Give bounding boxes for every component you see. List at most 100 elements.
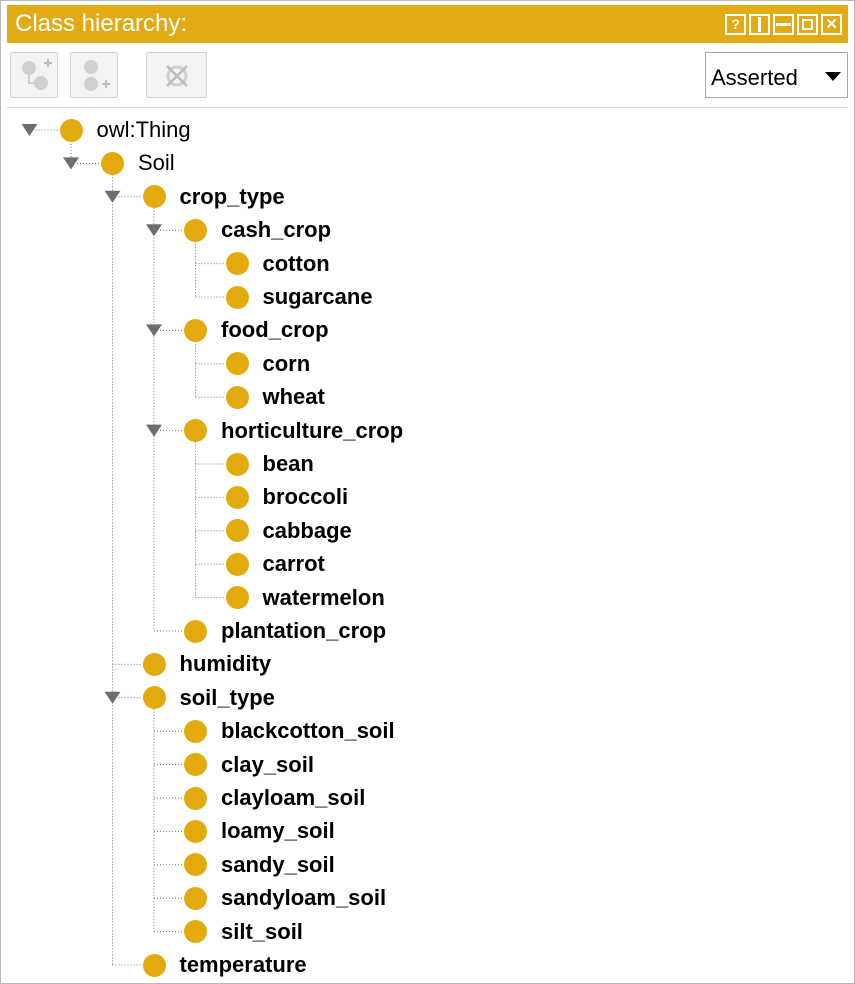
tree-node-label: broccoli bbox=[262, 484, 349, 510]
split-button[interactable] bbox=[749, 14, 770, 35]
tree-node-label: clay_soil bbox=[221, 751, 314, 777]
help-icon: ? bbox=[731, 16, 740, 32]
tree-node[interactable]: cash_crop bbox=[184, 216, 331, 244]
class-bullet-icon bbox=[225, 452, 249, 476]
tree-node[interactable]: owl:Thing bbox=[59, 116, 191, 144]
class-bullet-icon bbox=[225, 519, 249, 543]
tree-node-label: bean bbox=[262, 451, 314, 476]
class-bullet-icon bbox=[184, 853, 207, 877]
tree-node[interactable]: broccoli bbox=[225, 483, 349, 511]
tree-node-label: carrot bbox=[262, 551, 325, 577]
help-button[interactable]: ? bbox=[725, 14, 746, 35]
class-bullet-icon bbox=[225, 552, 249, 576]
tree-node-label: watermelon bbox=[262, 584, 385, 610]
panel-title-bar: Class hierarchy: ? ✕ bbox=[7, 5, 848, 43]
tree-node[interactable]: corn bbox=[225, 350, 311, 378]
tree-node-label: silt_soil bbox=[221, 918, 303, 944]
tree-node[interactable]: blackcotton_soil bbox=[184, 717, 395, 745]
class-bullet-icon bbox=[225, 352, 249, 376]
tree-node-label: cabbage bbox=[262, 517, 352, 543]
expand-toggle-icon[interactable] bbox=[63, 157, 79, 170]
tree-node-label: humidity bbox=[179, 651, 272, 677]
tree-node[interactable]: plantation_crop bbox=[184, 617, 386, 645]
delete-class-button[interactable] bbox=[146, 52, 207, 98]
add-subclass-button[interactable] bbox=[10, 52, 58, 98]
tree-node[interactable]: temperature bbox=[142, 951, 307, 979]
expand-toggle-icon[interactable] bbox=[146, 224, 162, 237]
tree-node[interactable]: sugarcane bbox=[225, 283, 373, 311]
class-bullet-icon bbox=[59, 118, 83, 142]
tree-node-label: horticulture_crop bbox=[221, 417, 404, 443]
tree-node-label: corn bbox=[262, 350, 311, 376]
class-bullet-icon bbox=[184, 786, 207, 810]
tree-node[interactable]: food_crop bbox=[184, 316, 329, 344]
chevron-down-icon bbox=[825, 72, 841, 81]
window-buttons: ? ✕ bbox=[725, 14, 842, 35]
view-mode-value: Asserted bbox=[711, 65, 798, 90]
class-bullet-icon bbox=[225, 586, 249, 610]
tree-node[interactable]: carrot bbox=[225, 550, 325, 578]
tree-node[interactable]: clay_soil bbox=[184, 751, 314, 779]
tree-node-label: Soil bbox=[138, 150, 175, 176]
tree-node[interactable]: Soil bbox=[101, 149, 175, 177]
tree-node-label: plantation_crop bbox=[221, 618, 387, 643]
expand-toggle-icon[interactable] bbox=[104, 691, 121, 704]
tree-node[interactable]: horticulture_crop bbox=[184, 417, 403, 445]
add-sibling-button[interactable] bbox=[70, 52, 118, 98]
tree-node[interactable]: humidity bbox=[142, 650, 272, 678]
class-bullet-icon bbox=[184, 753, 207, 777]
class-bullet-icon bbox=[184, 920, 207, 944]
class-bullet-icon bbox=[142, 686, 166, 710]
tree-node[interactable]: silt_soil bbox=[184, 918, 303, 946]
tree-node[interactable]: sandy_soil bbox=[184, 851, 335, 879]
tree-node-label: cotton bbox=[262, 250, 330, 276]
class-bullet-icon bbox=[142, 652, 166, 676]
close-icon: ✕ bbox=[825, 16, 838, 33]
expand-toggle-icon[interactable] bbox=[104, 190, 121, 203]
class-bullet-icon bbox=[184, 886, 207, 910]
minimize-button[interactable] bbox=[773, 14, 794, 35]
delete-class-icon bbox=[166, 65, 188, 87]
tree-node[interactable]: soil_type bbox=[142, 684, 275, 712]
tree-node[interactable]: loamy_soil bbox=[184, 817, 335, 845]
class-bullet-icon bbox=[184, 819, 207, 843]
tree-node-label: owl:Thing bbox=[96, 117, 191, 142]
tree-node-label: temperature bbox=[179, 952, 307, 977]
tree-node[interactable]: cabbage bbox=[225, 517, 352, 545]
tree-node-label: cash_crop bbox=[221, 217, 332, 243]
class-bullet-icon bbox=[142, 953, 166, 977]
class-bullet-icon bbox=[184, 719, 207, 743]
tree-node-label: soil_type bbox=[179, 684, 275, 710]
class-bullet-icon bbox=[101, 151, 124, 175]
tree-node-label: sugarcane bbox=[262, 284, 373, 309]
expand-toggle-icon[interactable] bbox=[146, 324, 162, 337]
expand-toggle-icon[interactable] bbox=[146, 424, 162, 437]
tree-connector-lines bbox=[21, 124, 225, 966]
tree-node-label: sandyloam_soil bbox=[221, 885, 387, 911]
tree-node[interactable]: crop_type bbox=[142, 183, 285, 211]
close-button[interactable]: ✕ bbox=[821, 14, 842, 35]
tree-node[interactable]: sandyloam_soil bbox=[184, 884, 386, 912]
tree-node[interactable]: cotton bbox=[225, 250, 330, 278]
view-mode-select[interactable]: Asserted bbox=[705, 52, 848, 98]
class-bullet-icon bbox=[184, 318, 207, 342]
tree-node-label: sandy_soil bbox=[221, 851, 335, 877]
tree-node[interactable]: clayloam_soil bbox=[184, 784, 365, 812]
add-sibling-icon bbox=[84, 60, 110, 91]
class-bullet-icon bbox=[225, 285, 249, 309]
tree-node[interactable]: bean bbox=[225, 450, 314, 478]
tree-node-label: blackcotton_soil bbox=[221, 718, 395, 744]
split-icon bbox=[758, 17, 761, 32]
toolbar: Asserted bbox=[7, 47, 848, 103]
tree-node-label: food_crop bbox=[221, 317, 329, 343]
tree-node[interactable]: wheat bbox=[225, 383, 325, 411]
tree-node-label: clayloam_soil bbox=[221, 785, 366, 810]
class-bullet-icon bbox=[184, 419, 207, 443]
class-bullet-icon bbox=[142, 185, 166, 209]
class-bullet-icon bbox=[184, 218, 207, 242]
tree-node[interactable]: watermelon bbox=[225, 584, 385, 612]
maximize-button[interactable] bbox=[797, 14, 818, 35]
expand-toggle-icon[interactable] bbox=[21, 124, 38, 136]
